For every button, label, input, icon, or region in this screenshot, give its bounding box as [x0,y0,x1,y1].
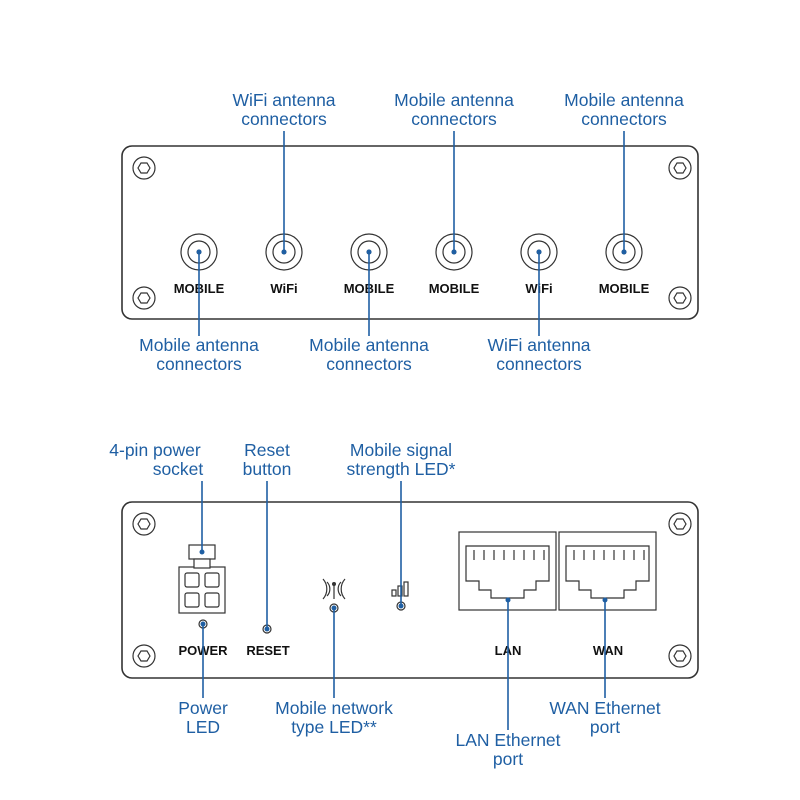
leader-dot [199,549,205,555]
hex-screw-icon [668,512,692,536]
top-callouts-below: Mobile antenna connectors Mobile antenna… [139,249,591,374]
leader-dot [366,249,372,255]
leader-dot [451,249,457,255]
leader-dot [602,597,608,603]
callout-mobile-antenna-bottom-center-line2: connectors [326,354,412,374]
callout-wifi-antenna-top-line1: WiFi antenna [232,90,335,110]
ethernet-port-icon [558,531,657,611]
callout-wan-port-line1: WAN Ethernet [549,698,660,718]
bottom-callouts-below: Power LED Mobile network type LED** LAN … [178,597,661,769]
port-label-wifi-1: WiFi [270,281,297,296]
top-panel: MOBILE WiFi MOBILE MOBILE WiFi MOBILE [121,145,699,320]
callout-lan-port-line2: port [493,749,523,769]
port-label-wan: WAN [593,643,623,658]
callout-lan-port-line1: LAN Ethernet [455,730,560,750]
callout-power-socket-line2: socket [153,459,204,479]
callout-mobile-antenna-top-center-line2: connectors [411,109,497,129]
hex-screw-icon [132,156,156,180]
callout-power-socket-line1: 4-pin power [109,440,201,460]
leader-dot [264,626,270,632]
leader-dot [398,603,404,609]
hex-screw-icon [132,644,156,668]
callout-reset-button-line2: button [243,459,292,479]
hex-screw-icon [132,512,156,536]
callout-mobile-antenna-top-right-line2: connectors [581,109,667,129]
callout-wifi-antenna-bottom-line1: WiFi antenna [487,335,590,355]
callout-network-led-line1: Mobile network [275,698,393,718]
port-label-mobile-4: MOBILE [599,281,650,296]
leader-dot [331,605,337,611]
bottom-panel: POWER RESET LAN WAN [121,501,699,679]
top-callouts-above: WiFi antenna connectors Mobile antenna c… [232,90,684,255]
signal-bars-icon [391,581,409,597]
callout-mobile-antenna-bottom-left-line1: Mobile antenna [139,335,259,355]
hex-screw-icon [668,286,692,310]
leader-dot [621,249,627,255]
callout-wifi-antenna-top-line2: connectors [241,109,327,129]
top-panel-body [121,145,699,320]
hex-screw-icon [668,644,692,668]
leader-dot [536,249,542,255]
port-label-reset: RESET [246,643,289,658]
callout-mobile-antenna-bottom-center-line1: Mobile antenna [309,335,429,355]
callout-power-led-line1: Power [178,698,228,718]
hex-screw-icon [132,286,156,310]
callout-network-led-line2: type LED** [291,717,377,737]
callout-mobile-antenna-top-center-line1: Mobile antenna [394,90,514,110]
hex-screw-icon [668,156,692,180]
leader-dot [200,621,206,627]
callout-signal-led-line2: strength LED* [347,459,456,479]
leader-dot [505,597,511,603]
callout-mobile-antenna-top-right-line1: Mobile antenna [564,90,684,110]
leader-dot [196,249,202,255]
callout-wifi-antenna-bottom-line2: connectors [496,354,582,374]
bottom-callouts-above: 4-pin power socket Reset button Mobile s… [109,440,456,632]
callout-reset-button-line1: Reset [244,440,290,460]
callout-mobile-antenna-bottom-left-line2: connectors [156,354,242,374]
port-label-mobile-3: MOBILE [429,281,480,296]
callout-signal-led-line1: Mobile signal [350,440,452,460]
leader-dot [281,249,287,255]
callout-wan-port-line2: port [590,717,620,737]
network-type-icon [322,578,346,600]
callout-power-led-line2: LED [186,717,220,737]
